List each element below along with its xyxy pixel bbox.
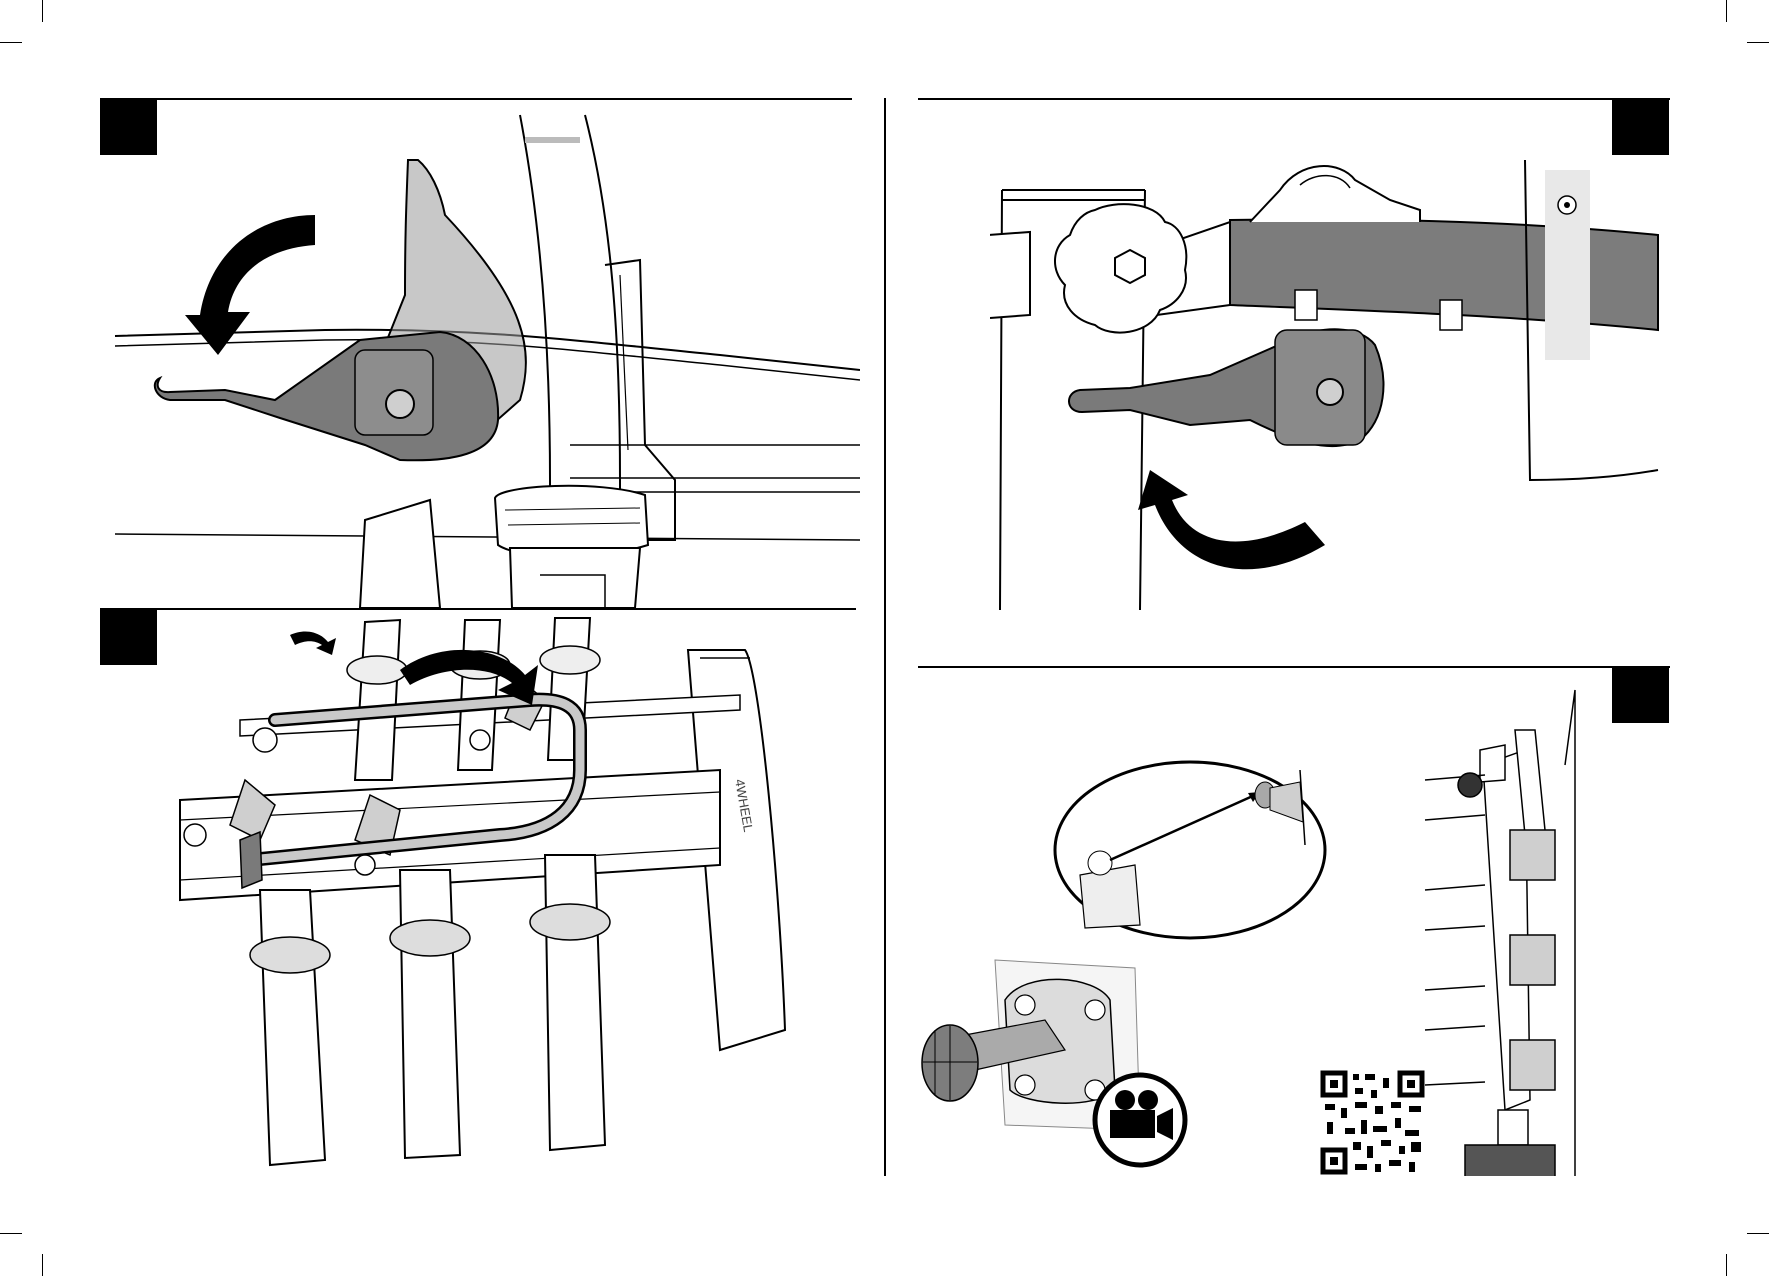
qr-code-icon — [1320, 1070, 1425, 1175]
step-c-illustration — [990, 150, 1670, 620]
crop-mark-tl-h — [0, 42, 22, 43]
video-camera-icon — [1095, 1075, 1185, 1165]
step-b-illustration: 4WHEEL — [100, 610, 860, 1170]
magnified-detail — [1055, 762, 1325, 938]
curved-arrow-up-icon — [1138, 470, 1325, 569]
stored-carrier-side-view — [1425, 690, 1575, 1176]
crop-mark-bl-v — [42, 1254, 43, 1276]
curved-arrow-small-icon — [290, 631, 336, 655]
crop-mark-br-h — [1747, 1233, 1769, 1234]
step-c-rule — [918, 98, 1670, 100]
step-a-illustration — [100, 100, 860, 608]
center-divider — [884, 98, 886, 1176]
step-d-illustration — [905, 670, 1675, 1176]
crop-mark-br-v — [1726, 1254, 1727, 1276]
crop-mark-tr-h — [1747, 42, 1769, 43]
crop-mark-tr-v — [1726, 0, 1727, 22]
crop-mark-bl-h — [0, 1233, 22, 1234]
step-c-number-box — [1612, 98, 1669, 155]
curved-arrow-down-icon — [185, 215, 315, 355]
crop-mark-tl-v — [42, 0, 43, 22]
step-d-rule — [918, 666, 1670, 668]
